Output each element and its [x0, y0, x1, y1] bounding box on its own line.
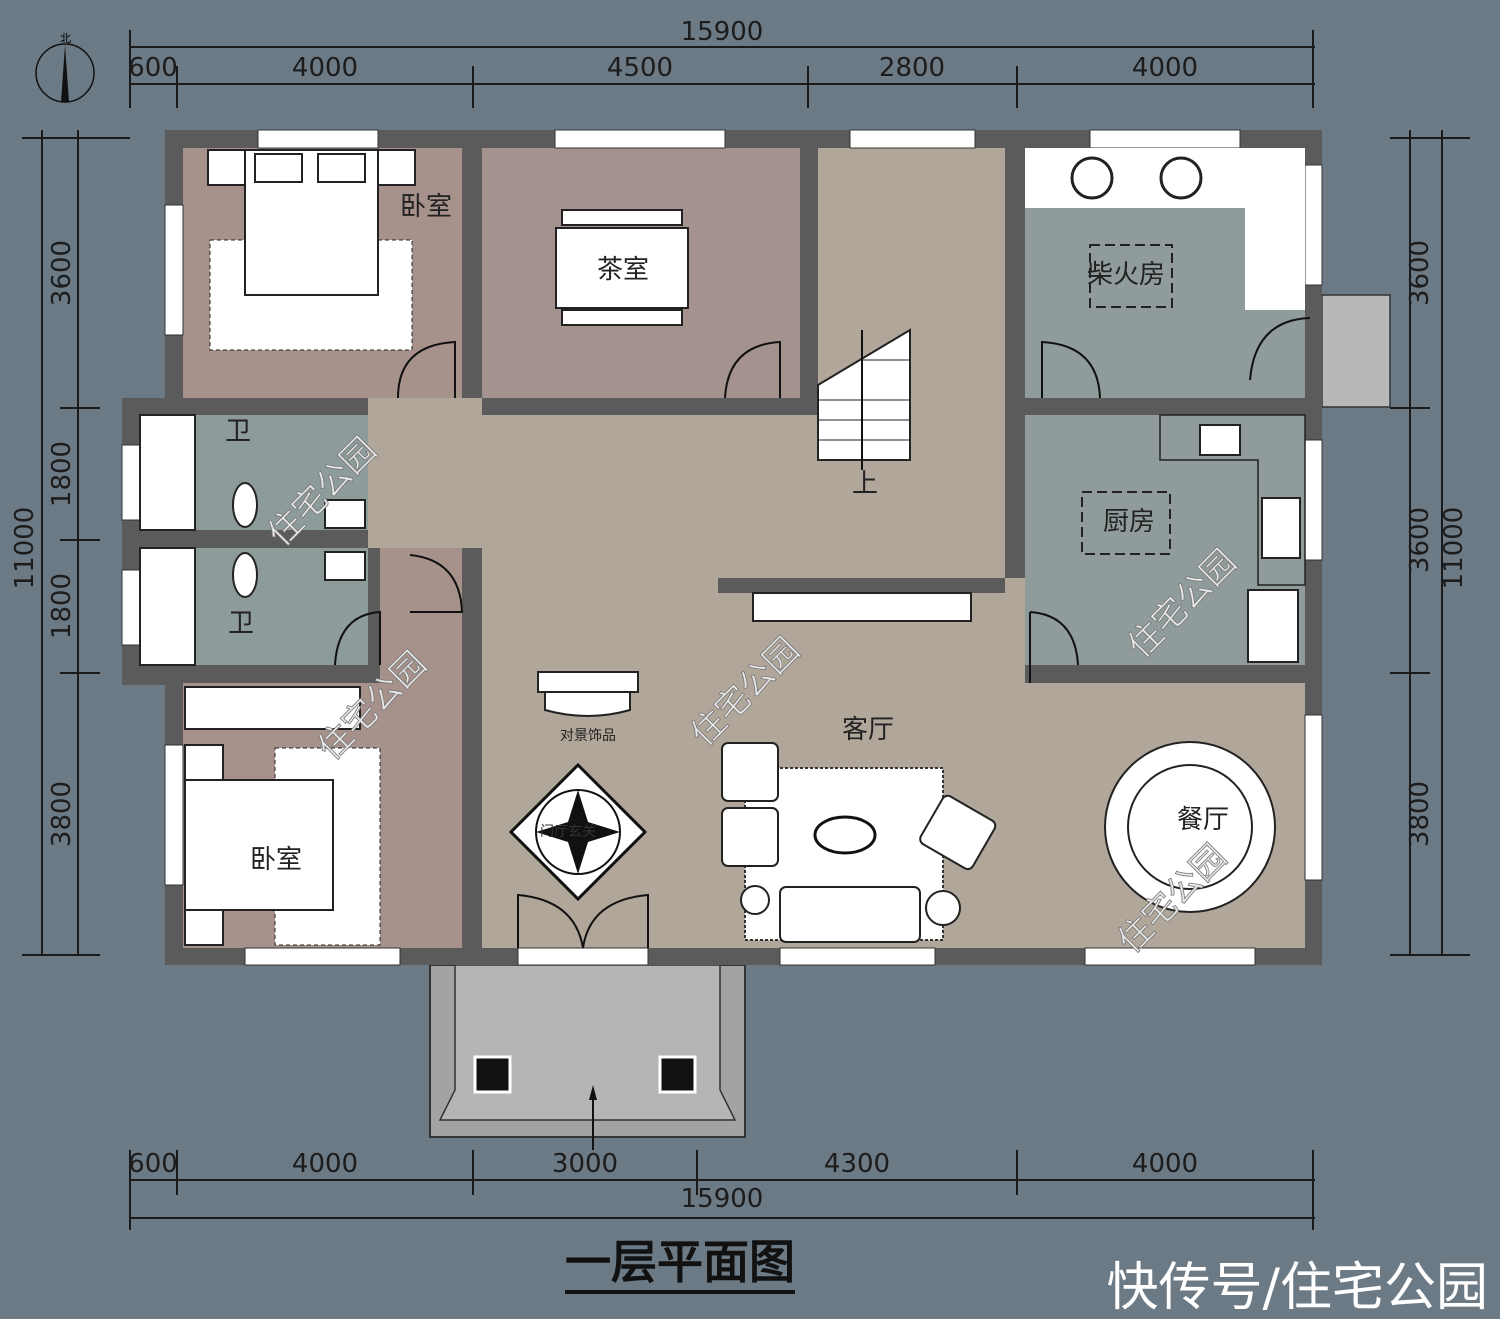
dim-bottom-seg: 600 — [128, 1149, 178, 1179]
label-kitchen: 厨房 — [1103, 507, 1155, 537]
label-bedroom-north: 卧室 — [400, 192, 452, 222]
entrance-porch — [429, 964, 746, 1150]
label-firewood-room: 柴火房 — [1087, 260, 1165, 290]
dim-top-total: 15900 — [681, 17, 764, 47]
bath-fixtures — [139, 414, 366, 666]
dim-left-seg: 3800 — [47, 781, 77, 847]
north-label: 北 — [60, 32, 71, 45]
tv-cabinet — [752, 592, 972, 622]
label-tea-room: 茶室 — [597, 255, 649, 285]
entrance-door[interactable] — [517, 893, 649, 949]
dim-bottom-total: 15900 — [681, 1184, 764, 1214]
foyer-mosaic — [508, 762, 648, 902]
label-bath-2: 卫 — [228, 609, 254, 639]
dim-left-seg: 1800 — [47, 573, 77, 639]
dim-right-seg: 3600 — [1405, 507, 1435, 573]
label-bedroom-south: 卧室 — [250, 845, 302, 875]
dim-top-seg: 2800 — [879, 53, 945, 83]
dim-right-seg: 3600 — [1405, 240, 1435, 306]
drawing-title: 一层平面图 — [565, 1235, 795, 1289]
dim-right-total: 11000 — [1439, 507, 1469, 590]
label-living-room: 客厅 — [842, 715, 894, 745]
dimension-left: 11000 3600 1800 1800 3800 — [10, 130, 130, 956]
decor-piece — [544, 691, 631, 717]
dim-top-seg: 4000 — [292, 53, 358, 83]
room-stair — [818, 148, 1005, 578]
dim-top-seg: 4500 — [607, 53, 673, 83]
door-swings — [334, 317, 1311, 683]
footer-watermark: 快传号/住宅公园 — [1106, 1258, 1488, 1318]
label-decor: 对景饰品 — [560, 728, 616, 744]
dimension-bottom: 600 4000 3000 4300 4000 15900 — [128, 1149, 1315, 1230]
firewood-counter — [1025, 148, 1305, 310]
dim-bottom-seg: 4000 — [1132, 1149, 1198, 1179]
tv-wall — [718, 578, 1005, 593]
sofa-set — [721, 742, 997, 943]
dim-left-total: 11000 — [10, 507, 40, 590]
double-bed — [207, 149, 416, 351]
dim-left-seg: 3600 — [47, 240, 77, 306]
dimension-top: 15900 600 4000 4500 2800 4000 — [128, 17, 1315, 108]
back-steps — [1321, 294, 1391, 408]
dim-bottom-seg: 4300 — [824, 1149, 890, 1179]
decor-cabinet — [537, 671, 639, 693]
dimension-right: 3600 3600 3800 11000 — [1390, 130, 1470, 956]
dining-table — [1104, 741, 1276, 913]
dim-bottom-seg: 4000 — [292, 1149, 358, 1179]
bed-south — [184, 686, 381, 946]
dim-bottom-seg: 3000 — [552, 1149, 618, 1179]
windows — [121, 129, 1323, 966]
label-dining-room: 餐厅 — [1177, 805, 1229, 835]
corridor — [368, 398, 482, 548]
label-stair-up: 上 — [852, 469, 878, 499]
label-bath-1: 卫 — [225, 417, 251, 447]
tea-table — [555, 209, 689, 326]
kitchen-counter — [1081, 414, 1306, 663]
dim-right-seg: 3800 — [1405, 781, 1435, 847]
dim-top-seg: 4000 — [1132, 53, 1198, 83]
staircase — [817, 328, 911, 470]
dim-left-seg: 1800 — [47, 441, 77, 507]
corridor-bedroom-entry — [380, 548, 462, 683]
label-foyer-mosaic: 门厅玄关 — [540, 823, 596, 840]
north-arrow-icon: 北 — [35, 32, 95, 103]
dim-top-seg: 600 — [128, 53, 178, 83]
